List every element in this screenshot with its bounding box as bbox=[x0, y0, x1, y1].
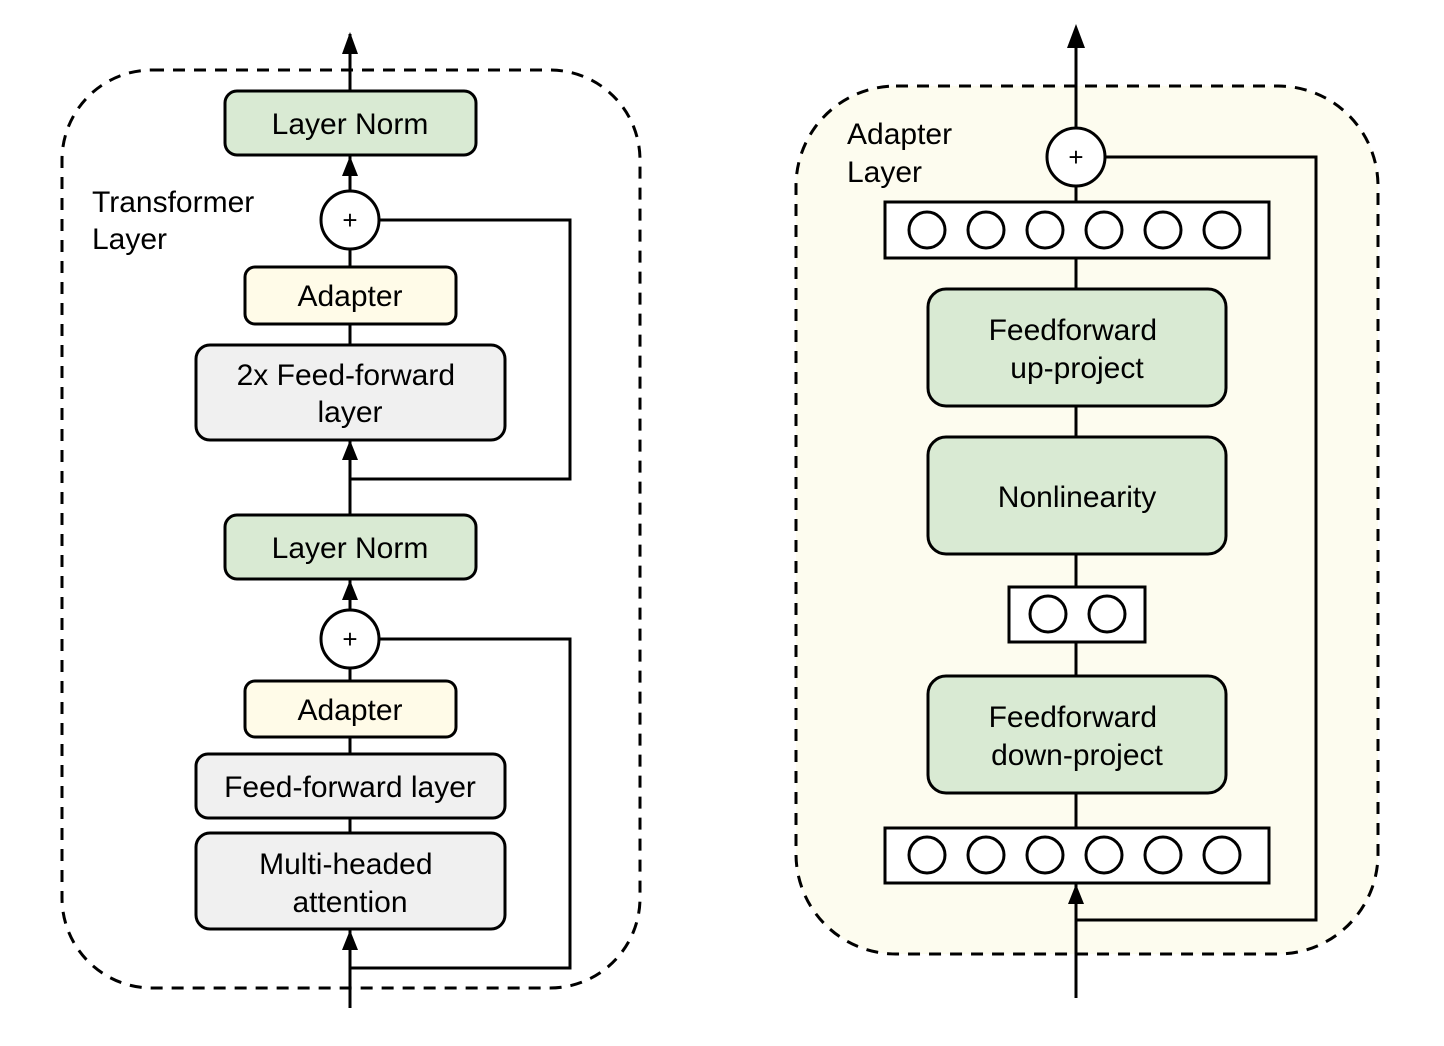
down-project-box bbox=[926, 674, 1228, 795]
multi-headed-attention-label: Multi-headed attention bbox=[259, 848, 441, 919]
layer-norm-label-middle: Layer Norm bbox=[272, 532, 429, 565]
layer-norm-box-middle bbox=[223, 513, 478, 581]
feed-forward-layer-box bbox=[194, 752, 507, 820]
neuron-unit-icon bbox=[1202, 210, 1242, 250]
feed-forward-2x-box bbox=[194, 343, 507, 442]
bottleneck-units-bar bbox=[1007, 585, 1147, 644]
input-units bbox=[907, 835, 1242, 875]
residual-connection-top bbox=[350, 218, 572, 481]
neuron-unit-icon bbox=[1143, 210, 1183, 250]
neuron-unit-icon bbox=[966, 835, 1006, 875]
nonlinearity-box bbox=[926, 435, 1228, 556]
neuron-unit-icon bbox=[1025, 210, 1065, 250]
neuron-unit-icon bbox=[1087, 594, 1127, 634]
adapter-label-top: Adapter bbox=[297, 280, 402, 313]
up-project-box bbox=[926, 287, 1228, 408]
neuron-unit-icon bbox=[907, 210, 947, 250]
sum-icon-adapter bbox=[1045, 126, 1107, 188]
multi-headed-attention-box bbox=[194, 831, 507, 931]
arrowhead-icon bbox=[1068, 884, 1084, 904]
neuron-unit-icon bbox=[1084, 210, 1124, 250]
adapter-box-top bbox=[243, 265, 458, 326]
neuron-unit-icon bbox=[1025, 835, 1065, 875]
adapter-box-bottom bbox=[243, 679, 458, 739]
neuron-unit-icon bbox=[1202, 835, 1242, 875]
arrowhead-icon bbox=[342, 930, 358, 950]
neuron-unit-icon bbox=[1028, 594, 1068, 634]
residual-connection-adapter bbox=[1076, 155, 1318, 922]
layer-norm-label-top: Layer Norm bbox=[272, 108, 429, 141]
transformer-layer-label: Transformer Layer bbox=[92, 186, 263, 256]
residual-connection-bottom bbox=[350, 637, 572, 970]
feed-forward-2x-label: 2x Feed-forward layer bbox=[237, 359, 464, 429]
down-project-label: Feedforward down-project bbox=[989, 701, 1166, 772]
arrowhead-icon bbox=[1067, 24, 1085, 48]
plus-icon: + bbox=[1068, 142, 1083, 172]
up-project-label: Feedforward up-project bbox=[989, 314, 1166, 385]
neuron-unit-icon bbox=[907, 835, 947, 875]
sum-icon-bottom bbox=[319, 608, 381, 670]
nonlinearity-label: Nonlinearity bbox=[998, 481, 1156, 514]
neuron-unit-icon bbox=[966, 210, 1006, 250]
layer-norm-box-top bbox=[223, 89, 478, 157]
sum-icon-top bbox=[319, 189, 381, 251]
plus-icon: + bbox=[342, 205, 357, 235]
arrowhead-icon bbox=[342, 156, 358, 176]
output-units bbox=[907, 210, 1242, 250]
arrowhead-icon bbox=[342, 580, 358, 600]
neuron-unit-icon bbox=[1084, 835, 1124, 875]
adapter-label-bottom: Adapter bbox=[297, 694, 402, 727]
arrowhead-icon bbox=[342, 32, 358, 54]
adapter-layer-label: Adapter Layer bbox=[847, 118, 960, 189]
plus-icon: + bbox=[342, 624, 357, 654]
feed-forward-layer-label: Feed-forward layer bbox=[224, 771, 476, 804]
neuron-unit-icon bbox=[1143, 835, 1183, 875]
arrowhead-icon bbox=[342, 440, 358, 460]
bottleneck-units bbox=[1028, 594, 1127, 634]
input-units-bar bbox=[883, 826, 1271, 885]
